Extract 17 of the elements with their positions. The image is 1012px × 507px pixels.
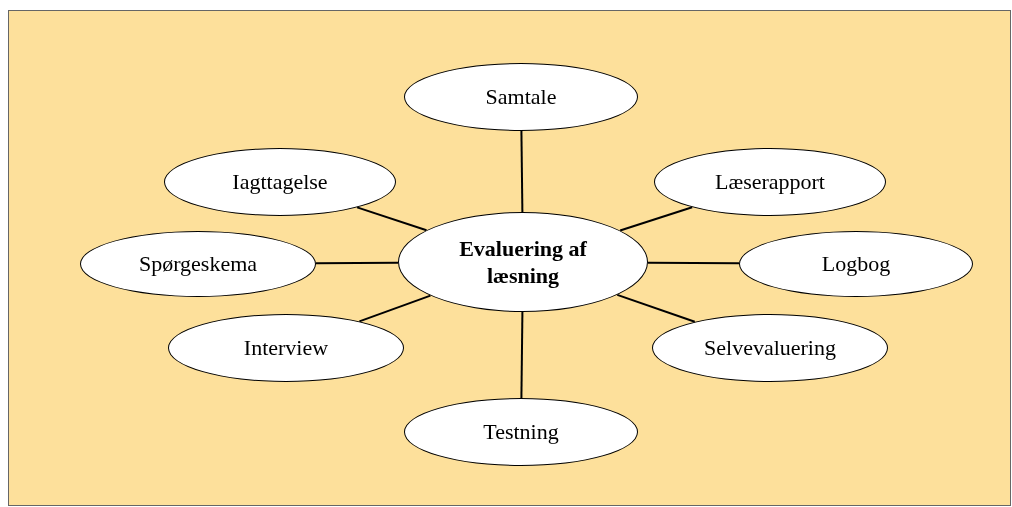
connector-line [520,311,524,399]
connector-line [619,206,694,232]
connector-line [616,293,696,323]
connector-line [358,294,432,323]
node-label: Testning [483,418,559,446]
node-label: Selvevaluering [704,334,836,362]
node-label: Iagttagelse [232,168,328,196]
node-label: Spørgeskema [138,250,258,278]
node-label: Samtale [485,83,557,111]
node-label: Læserapport [715,168,825,196]
connector-line [647,261,741,265]
connector-line [314,261,399,265]
node-label: Interview [243,334,329,362]
node-label: Evaluering af læsning [458,234,588,290]
connector-line [520,130,524,213]
connector-line [356,206,428,232]
node-label: Logbog [821,250,891,278]
